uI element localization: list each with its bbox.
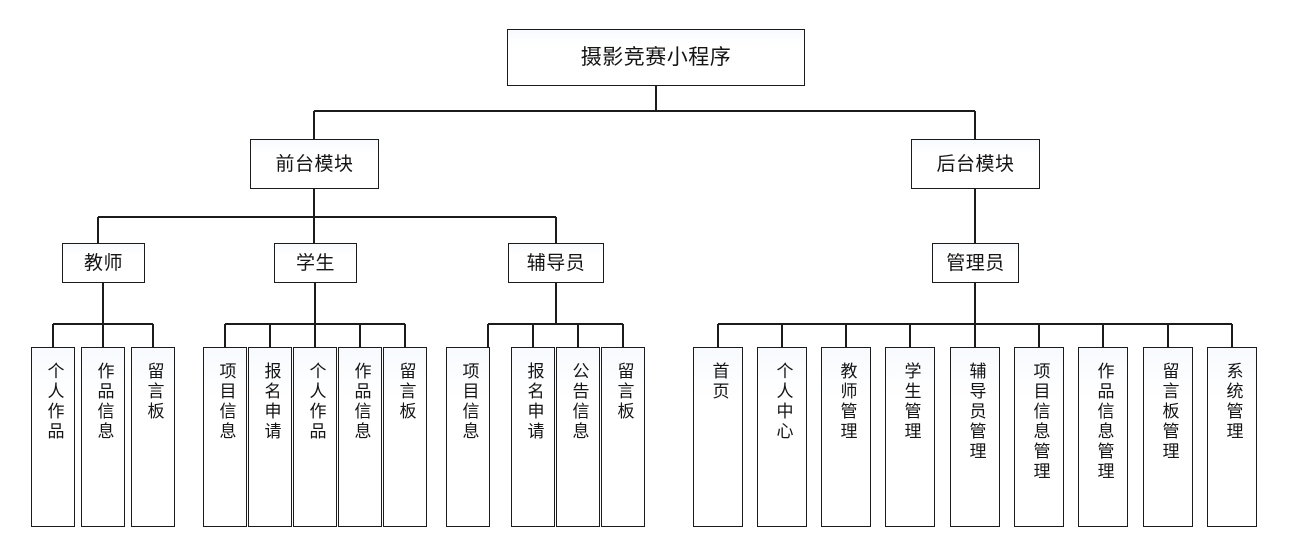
node-student[interactable]: 学生 xyxy=(274,243,357,283)
leaf-student-2[interactable]: 个人作品 xyxy=(293,347,337,527)
node-student-label: 学生 xyxy=(295,251,335,274)
leaf-teacher-0[interactable]: 个人作品 xyxy=(31,347,75,527)
leaf-admin-0[interactable]: 首页 xyxy=(693,347,743,527)
leaf-student-1[interactable]: 报名申请 xyxy=(248,347,292,527)
leaf-admin-3-label: 学生管理 xyxy=(900,362,921,442)
leaf-counselor-3-label: 留言板 xyxy=(613,362,634,422)
leaf-counselor-0-label: 项目信息 xyxy=(458,362,479,442)
leaf-student-3[interactable]: 作品信息 xyxy=(338,347,382,527)
leaf-counselor-3[interactable]: 留言板 xyxy=(601,347,645,527)
leaf-admin-7-label: 留言板管理 xyxy=(1158,362,1179,462)
leaf-admin-4-label: 辅导员管理 xyxy=(965,362,986,462)
leaf-admin-7[interactable]: 留言板管理 xyxy=(1143,347,1193,527)
leaf-admin-6[interactable]: 作品信息管理 xyxy=(1078,347,1128,527)
leaf-student-0-label: 项目信息 xyxy=(215,362,236,442)
leaf-student-2-label: 个人作品 xyxy=(305,362,326,442)
node-admin[interactable]: 管理员 xyxy=(932,243,1019,283)
node-backend-module-label: 后台模块 xyxy=(936,152,1015,175)
leaf-student-3-label: 作品信息 xyxy=(350,362,371,442)
leaf-student-0[interactable]: 项目信息 xyxy=(203,347,247,527)
leaf-counselor-0[interactable]: 项目信息 xyxy=(446,347,490,527)
leaf-counselor-2[interactable]: 公告信息 xyxy=(556,347,600,527)
leaf-admin-4[interactable]: 辅导员管理 xyxy=(950,347,1000,527)
node-frontend-module[interactable]: 前台模块 xyxy=(250,139,379,189)
node-backend-module[interactable]: 后台模块 xyxy=(911,139,1040,189)
node-root[interactable]: 摄影竞赛小程序 xyxy=(507,29,805,86)
leaf-student-4[interactable]: 留言板 xyxy=(383,347,427,527)
node-counselor[interactable]: 辅导员 xyxy=(508,243,604,283)
node-teacher-label: 教师 xyxy=(83,251,123,274)
leaf-teacher-2[interactable]: 留言板 xyxy=(131,347,175,527)
leaf-admin-2[interactable]: 教师管理 xyxy=(821,347,871,527)
leaf-admin-1[interactable]: 个人中心 xyxy=(757,347,807,527)
leaf-admin-6-label: 作品信息管理 xyxy=(1093,362,1114,482)
leaf-counselor-2-label: 公告信息 xyxy=(568,362,589,442)
node-counselor-label: 辅导员 xyxy=(526,251,586,274)
node-root-label: 摄影竞赛小程序 xyxy=(580,45,732,70)
leaf-admin-2-label: 教师管理 xyxy=(836,362,857,442)
leaf-admin-0-label: 首页 xyxy=(708,362,729,402)
leaf-counselor-1-label: 报名申请 xyxy=(523,362,544,442)
leaf-admin-8-label: 系统管理 xyxy=(1222,362,1243,442)
leaf-teacher-2-label: 留言板 xyxy=(143,362,164,422)
leaf-admin-3[interactable]: 学生管理 xyxy=(885,347,935,527)
leaf-teacher-1-label: 作品信息 xyxy=(93,362,114,442)
node-admin-label: 管理员 xyxy=(946,251,1005,274)
node-frontend-module-label: 前台模块 xyxy=(275,152,354,175)
leaf-teacher-0-label: 个人作品 xyxy=(43,362,64,442)
leaf-admin-1-label: 个人中心 xyxy=(772,362,793,442)
leaf-teacher-1[interactable]: 作品信息 xyxy=(81,347,125,527)
leaf-admin-5[interactable]: 项目信息管理 xyxy=(1014,347,1064,527)
leaf-student-1-label: 报名申请 xyxy=(260,362,281,442)
leaf-admin-5-label: 项目信息管理 xyxy=(1029,362,1050,482)
leaf-student-4-label: 留言板 xyxy=(395,362,416,422)
node-teacher[interactable]: 教师 xyxy=(62,243,145,283)
leaf-counselor-1[interactable]: 报名申请 xyxy=(511,347,555,527)
leaf-admin-8[interactable]: 系统管理 xyxy=(1207,347,1257,527)
